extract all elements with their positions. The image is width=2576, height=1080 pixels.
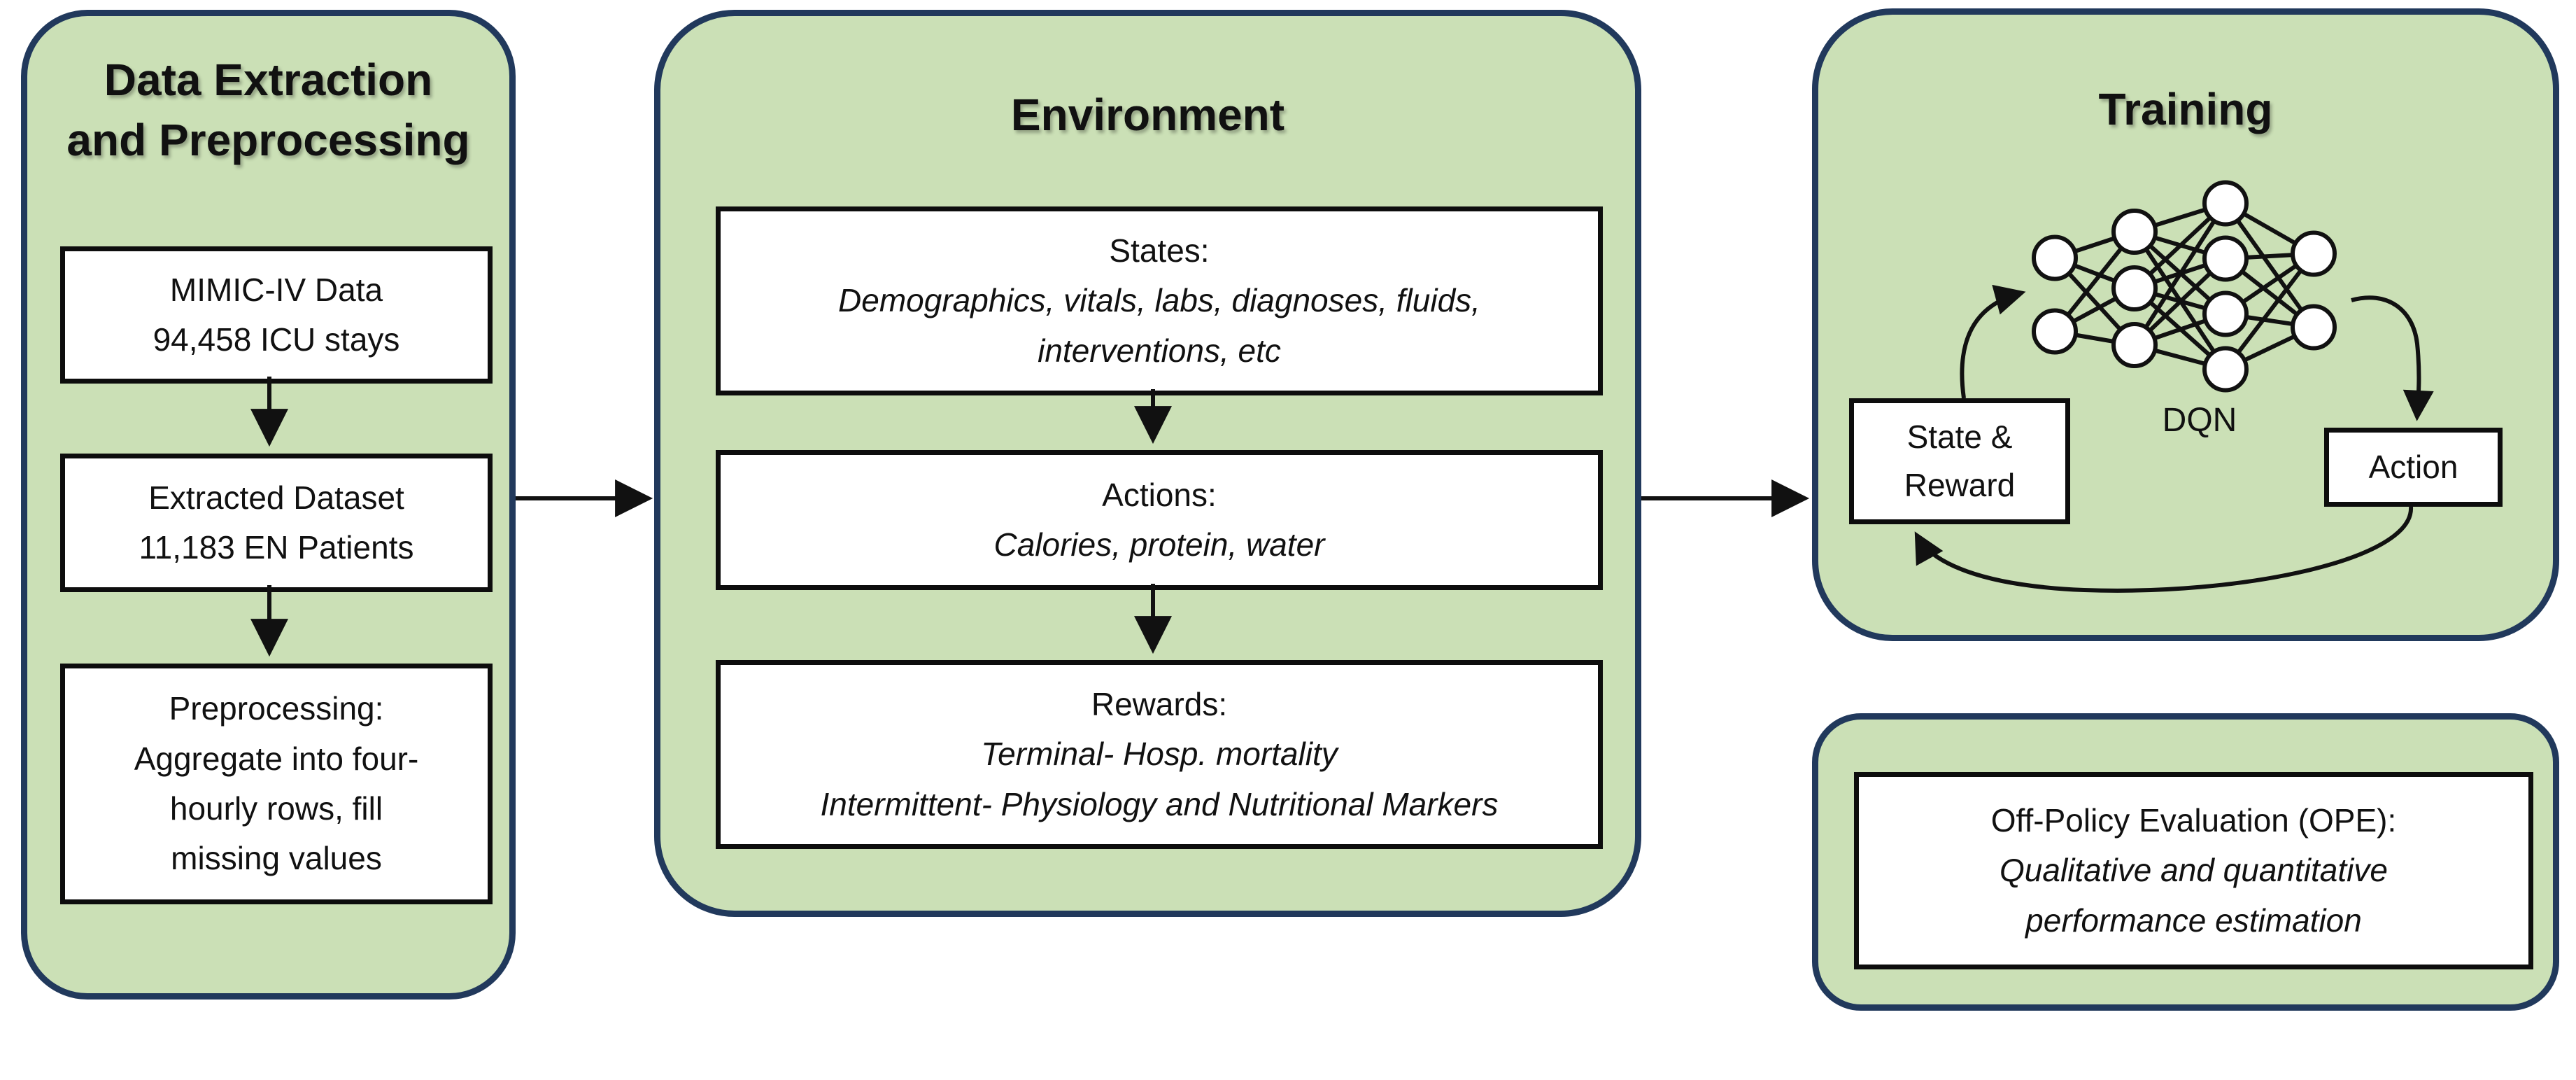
box-line: Reward xyxy=(1904,467,2016,503)
box-line: hourly rows, fill xyxy=(169,790,383,827)
ope-box: Off-Policy Evaluation (OPE): Qualitative… xyxy=(1854,772,2533,969)
action-to-state-feedback-arrow xyxy=(1914,506,2414,593)
box-line: 94,458 ICU stays xyxy=(153,321,400,358)
box-line: States: xyxy=(1109,232,1210,269)
title-line: and Preprocessing xyxy=(66,115,470,166)
box-line: Rewards: xyxy=(1091,686,1228,723)
box-line: Off-Policy Evaluation (OPE): xyxy=(1990,802,2397,839)
panel-title-environment: Environment xyxy=(1010,90,1285,140)
box-line: Extracted Dataset xyxy=(148,479,404,516)
rewards-box: Rewards: Terminal- Hosp. mortality Inter… xyxy=(716,660,1603,849)
box-line: Action xyxy=(2368,448,2458,485)
box-line: interventions, etc xyxy=(1038,332,1281,369)
box-line: Qualitative and quantitative xyxy=(2000,852,2388,889)
panel-ope: Off-Policy Evaluation (OPE): Qualitative… xyxy=(1812,713,2559,1011)
panel-environment: Environment States: Demographics, vitals… xyxy=(654,10,1641,917)
box-line: Terminal- Hosp. mortality xyxy=(981,736,1338,773)
box-line: Intermittent- Physiology and Nutritional… xyxy=(820,785,1499,822)
state-to-network-arrow xyxy=(1960,284,2026,399)
extracted-dataset-box: Extracted Dataset 11,183 EN Patients xyxy=(60,454,493,592)
box-line: Preprocessing: xyxy=(169,690,384,727)
dqn-network-diagram xyxy=(1914,180,2434,593)
box-line: State & xyxy=(1906,419,2013,455)
actions-box: Actions: Calories, protein, water xyxy=(716,450,1603,590)
panel-training: Training State & Reward DQN Action xyxy=(1812,8,2559,641)
box-line: MIMIC-IV Data xyxy=(169,271,383,308)
network-to-action-arrow xyxy=(2351,295,2434,421)
box-line: Actions: xyxy=(1102,476,1217,513)
preprocessing-box: Preprocessing: Aggregate into four- hour… xyxy=(60,664,493,904)
box-line: performance estimation xyxy=(2025,902,2362,939)
panel-title-extraction: Data Extraction and Preprocessing xyxy=(27,50,509,171)
states-box: States: Demographics, vitals, labs, diag… xyxy=(716,206,1603,395)
title-line: Data Extraction xyxy=(104,55,433,105)
state-reward-box: State & Reward xyxy=(1849,398,2070,524)
box-line: missing values xyxy=(171,840,382,877)
action-box: Action xyxy=(2324,428,2503,507)
panel-data-extraction: Data Extraction and Preprocessing MIMIC-… xyxy=(21,10,516,1000)
box-line: Demographics, vitals, labs, diagnoses, f… xyxy=(838,282,1480,319)
dqn-label: DQN xyxy=(2162,402,2237,439)
panel-title-training: Training xyxy=(2098,84,2273,134)
box-line: 11,183 EN Patients xyxy=(139,529,414,566)
box-line: Aggregate into four- xyxy=(134,740,419,777)
network-nodes xyxy=(2032,180,2337,393)
mimic-data-box: MIMIC-IV Data 94,458 ICU stays xyxy=(60,246,493,384)
network-edges xyxy=(2053,201,2316,372)
box-line: Calories, protein, water xyxy=(993,526,1325,563)
